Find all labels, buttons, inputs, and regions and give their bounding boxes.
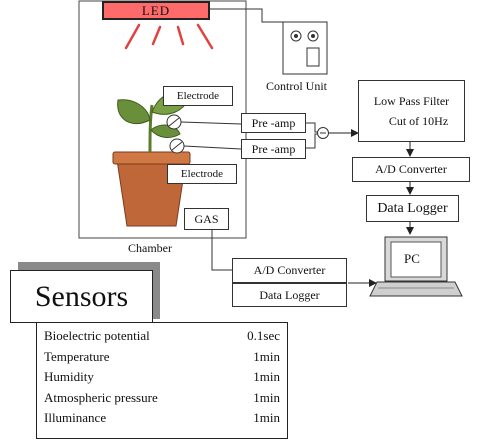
pc-label: PC: [404, 251, 420, 266]
lpf-line1: Low Pass Filter: [373, 94, 450, 108]
preamp-top-wire: [306, 122, 318, 133]
control-unit-label: Control Unit: [266, 79, 328, 93]
ad-converter-left-box: A/D Converter: [232, 258, 347, 283]
sensor-interval: 1min: [253, 369, 280, 385]
sensor-name: Bioelectric potential: [44, 328, 150, 343]
preamp-bottom-wire: [306, 133, 318, 149]
sensor-row: Illuminance 1min: [44, 408, 280, 429]
ad-converter-right-box: A/D Converter: [352, 157, 470, 182]
sensor-interval: 1min: [253, 348, 280, 364]
electrode-bottom-wire: [183, 145, 242, 150]
electrode-top-wire: [180, 121, 242, 125]
data-logger-left-box: Data Logger: [232, 283, 347, 307]
gas-wire: [211, 230, 232, 271]
low-pass-filter-box: Low Pass Filter Cut of 10Hz: [358, 80, 465, 142]
sensor-name: Humidity: [44, 369, 94, 385]
led-control-wire: [210, 8, 288, 23]
electrode-top-box: Electrode: [163, 86, 233, 106]
lpf-line2: Cut of 10Hz: [388, 114, 449, 128]
sensor-name: Temperature: [44, 348, 110, 364]
electrode-contacts: [166, 114, 185, 154]
led-rays: [124, 23, 214, 50]
preamp-bottom-box: Pre -amp: [241, 139, 306, 159]
sensor-name: Illuminance: [44, 410, 107, 426]
sensor-interval: 1min: [253, 389, 280, 405]
pc-laptop: [369, 236, 463, 297]
sensors-title-box: Sensors: [10, 270, 153, 323]
sensor-row: Temperature 1min: [44, 347, 280, 368]
chamber-label: Chamber: [128, 241, 172, 255]
led-panel: LED: [102, 1, 210, 20]
sensor-name: Atmospheric pressure: [44, 389, 158, 405]
preamp-top-box: Pre -amp: [241, 113, 306, 133]
plant-illustration: [112, 91, 191, 227]
sensor-row: Humidity 1min: [44, 367, 280, 388]
sensor-row: Bioelectric potential 0.1sec: [44, 326, 280, 347]
sensor-interval: 1min: [253, 410, 280, 426]
sensor-interval: 0.1sec: [247, 328, 280, 343]
data-logger-right-box: Data Logger: [366, 195, 459, 222]
electrode-bottom-box: Electrode: [167, 164, 237, 184]
gas-box: GAS: [184, 208, 229, 230]
led-label: LED: [141, 2, 171, 18]
sensor-row: Atmospheric pressure 1min: [44, 388, 280, 409]
sensors-title: Sensors: [34, 279, 129, 313]
control-unit-device: [282, 21, 328, 75]
sensors-table: [36, 322, 288, 439]
